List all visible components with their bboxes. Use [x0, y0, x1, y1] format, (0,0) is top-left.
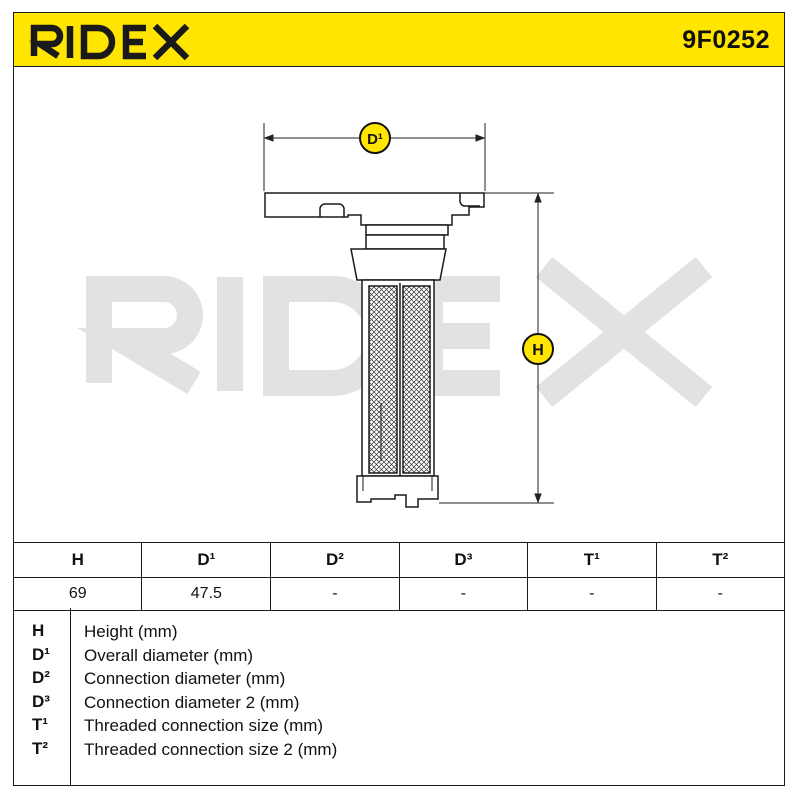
brand-logo — [28, 21, 198, 66]
legend-key: D² — [32, 668, 50, 687]
h-label: H — [532, 342, 544, 359]
legend-item: H Height (mm) — [14, 621, 784, 645]
table-cell: - — [655, 577, 784, 611]
legend-divider — [70, 608, 71, 785]
table-cell: - — [527, 577, 657, 611]
legend-key: T¹ — [32, 715, 49, 734]
legend-item: D¹ Overall diameter (mm) — [14, 645, 784, 669]
legend-desc: Connection diameter 2 (mm) — [84, 693, 300, 712]
filter-part — [264, 192, 485, 508]
part-number: 9F0252 — [682, 26, 770, 54]
legend-key: D³ — [32, 692, 50, 711]
legend-desc: Threaded connection size (mm) — [84, 716, 324, 735]
legend-desc: Height (mm) — [84, 622, 178, 641]
legend-desc: Threaded connection size 2 (mm) — [84, 740, 338, 759]
legend-key: H — [32, 621, 45, 640]
table-cell: - — [270, 577, 400, 611]
table-cell: - — [398, 577, 529, 611]
table-cell: 69 — [14, 577, 143, 611]
table-header-row: H D¹ D² D³ T¹ T² — [14, 542, 784, 578]
legend-desc: Overall diameter (mm) — [84, 646, 254, 665]
legend-item: T¹ Threaded connection size (mm) — [14, 715, 784, 739]
table-header-cell: D³ — [398, 542, 529, 578]
d1-label-badge — [359, 122, 391, 154]
table-header-cell: H — [14, 542, 143, 578]
h-label-badge — [522, 333, 554, 365]
legend-item: T² Threaded connection size 2 (mm) — [14, 739, 784, 763]
d1-label: D¹ — [367, 131, 383, 148]
spec-table: H D¹ D² D³ T¹ T² 69 47.5 - - - - — [14, 542, 784, 611]
legend-key: T² — [32, 739, 49, 758]
product-sheet: 9F0252 — [13, 12, 785, 786]
table-cell: 47.5 — [141, 577, 272, 611]
legend: H Height (mm) D¹ Overall diameter (mm) D… — [14, 608, 784, 785]
table-header-cell: D¹ — [141, 542, 272, 578]
legend-item: D³ Connection diameter 2 (mm) — [14, 692, 784, 716]
table-header-cell: T² — [655, 542, 784, 578]
technical-drawing: D¹ H — [14, 67, 784, 542]
legend-item: D² Connection diameter (mm) — [14, 668, 784, 692]
legend-key: D¹ — [32, 645, 50, 664]
table-header-cell: D² — [270, 542, 400, 578]
table-row: 69 47.5 - - - - — [14, 577, 784, 611]
header-bar: 9F0252 — [14, 13, 784, 67]
table-header-cell: T¹ — [527, 542, 657, 578]
legend-desc: Connection diameter (mm) — [84, 669, 286, 688]
